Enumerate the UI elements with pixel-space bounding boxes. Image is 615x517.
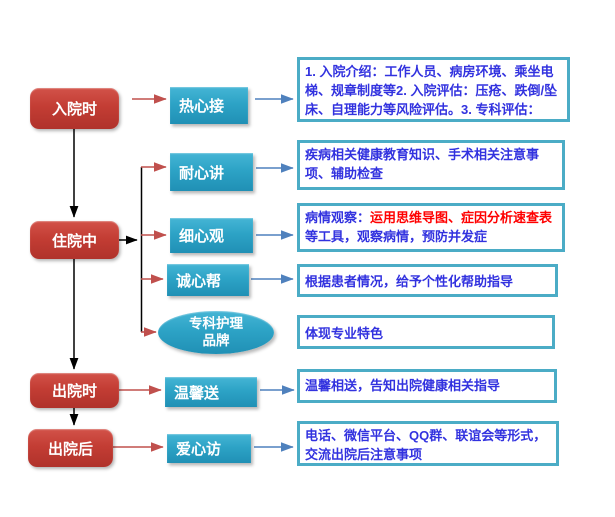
specialty-brand-line2: 品牌: [202, 332, 230, 348]
detail-observation-prefix: 病情观察：: [305, 210, 371, 225]
service-hot-reception: 热心接: [170, 87, 248, 124]
specialty-brand-line1: 专科护理: [189, 315, 243, 331]
stage-discharge: 出院时: [30, 373, 119, 408]
detail-health-education: 疾病相关健康教育知识、手术相关注意事项、辅助检查: [297, 140, 565, 190]
service-specialty-brand: 专科护理 品牌: [158, 311, 274, 354]
detail-observation-highlight: 运用思维导图、症因分析速查表: [370, 210, 553, 225]
detail-admission-intro: 1. 入院介绍：工作人员、病房环境、乘坐电梯、规章制度等2. 入院评估：压疮、跌…: [297, 57, 570, 122]
stage-post-discharge: 出院后: [28, 429, 113, 467]
service-patient-explain: 耐心讲: [170, 153, 253, 191]
service-careful-observe: 细心观: [170, 218, 253, 253]
detail-condition-observation: 病情观察：运用思维导图、症因分析速查表等工具，观察病情，预防并发症: [297, 203, 565, 252]
service-warm-sendoff: 温馨送: [165, 377, 257, 407]
stage-inpatient: 住院中: [30, 221, 119, 259]
detail-discharge-guidance: 温馨相送，告知出院健康相关指导: [297, 369, 557, 403]
detail-followup-channels: 电话、微信平台、QQ群、联谊会等形式，交流出院后注意事项: [297, 421, 559, 466]
detail-professional-feature: 体现专业特色: [297, 315, 555, 349]
service-love-visit: 爱心访: [167, 434, 251, 463]
service-sincere-help: 诚心帮: [167, 264, 249, 296]
detail-personalized-help: 根据患者情况，给予个性化帮助指导: [297, 264, 558, 297]
stage-admission: 入院时: [30, 88, 119, 129]
detail-observation-suffix: 等工具，观察病情，预防并发症: [305, 229, 488, 245]
